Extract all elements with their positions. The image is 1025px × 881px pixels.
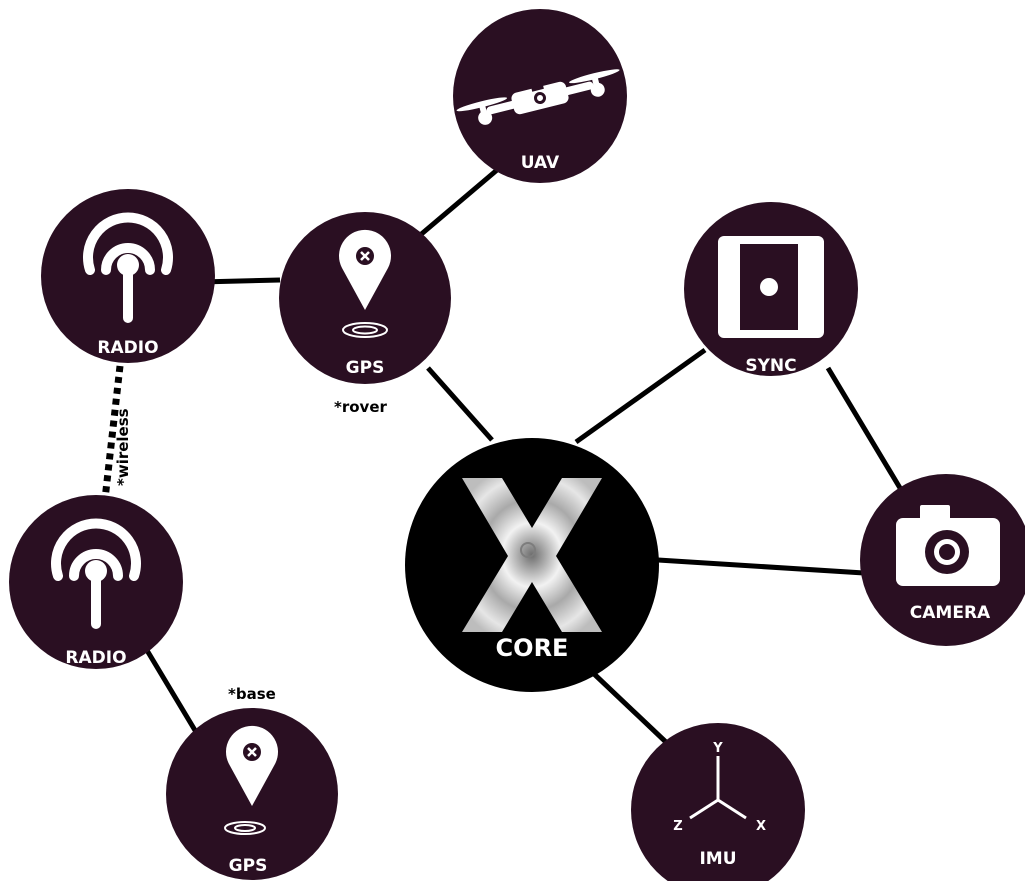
location-pin-icon: [224, 725, 278, 835]
location-pin-icon: [339, 229, 391, 338]
link-radio-gps-base: [139, 640, 199, 734]
link-sync-camera: [825, 366, 909, 500]
camera-icon: [896, 505, 1000, 586]
connectors: [100, 168, 909, 746]
radio-top-label: RADIO: [97, 338, 158, 358]
gps-base-label: GPS: [229, 856, 268, 876]
gps-base-node: GPS: [166, 708, 338, 880]
radio-node-bottom: RADIO: [9, 495, 183, 669]
link-core-imu: [590, 670, 670, 746]
uav-node: UAV: [453, 9, 627, 183]
link-wireless: [100, 365, 124, 509]
imu-node: Y Z X IMU: [631, 723, 805, 881]
camera-label: CAMERA: [910, 603, 991, 623]
camera-node: CAMERA: [860, 474, 1025, 646]
sync-node: SYNC: [684, 202, 858, 376]
wireless-annotation: *wireless: [114, 408, 132, 486]
link-sync-core: [574, 347, 707, 445]
drone-icon: [456, 69, 620, 125]
link-uav-gps: [410, 168, 499, 244]
link-core-camera: [657, 557, 865, 576]
antenna-icon: [51, 518, 141, 629]
gps-rover-node: GPS: [279, 212, 451, 384]
imu-axis-y: Y: [712, 741, 723, 756]
sync-panel-icon: [718, 236, 824, 338]
link-gps-core: [426, 366, 494, 442]
antenna-hub: [117, 254, 139, 276]
x-logo-icon: [462, 478, 602, 632]
axes-icon: [689, 756, 747, 820]
sync-label: SYNC: [745, 356, 796, 376]
radio-bottom-label: RADIO: [65, 648, 126, 668]
radio-node-top: RADIO: [41, 189, 215, 363]
imu-label: IMU: [699, 849, 736, 869]
antenna-hub: [85, 560, 107, 582]
base-annotation: *base: [228, 685, 276, 703]
antenna-icon: [83, 212, 173, 323]
rover-annotation: *rover: [334, 398, 387, 416]
core-node: CORE: [405, 438, 659, 692]
imu-axis-x: X: [756, 819, 766, 834]
uav-label: UAV: [521, 153, 560, 173]
imu-axis-z: Z: [673, 819, 682, 834]
gps-rover-label: GPS: [346, 358, 385, 378]
core-label: CORE: [496, 634, 569, 662]
